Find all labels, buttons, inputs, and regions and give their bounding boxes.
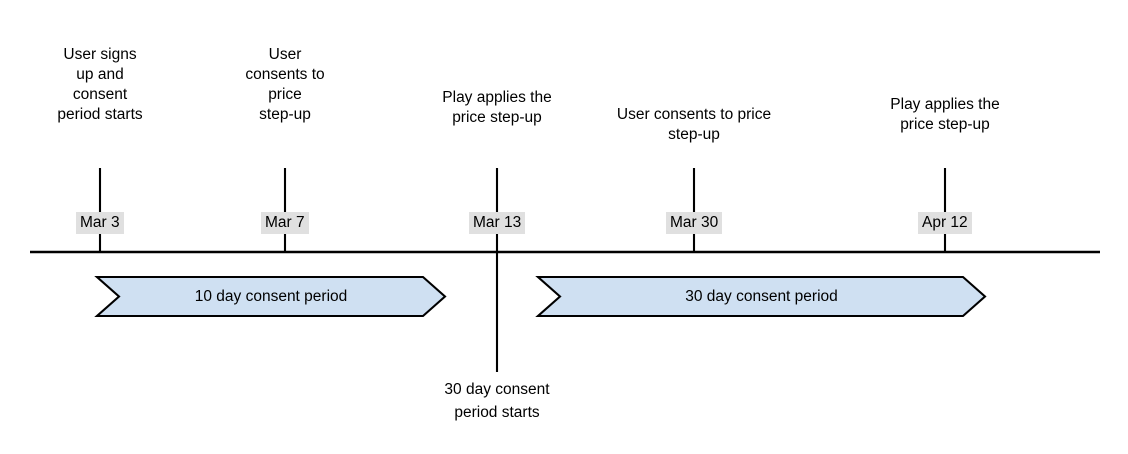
band-label-band-10-day: 10 day consent period	[194, 287, 348, 305]
event-label-stepup-applied-2: Play applies the price step-up	[890, 96, 1000, 133]
date-chip-stepup-applied-1: Mar 13	[469, 212, 526, 234]
consent-band-band-10-day	[94, 275, 447, 318]
below-annotation-thirty-day-start: 30 day consent period starts	[444, 381, 550, 421]
event-label-consent-30day: User consents to price step-up	[616, 106, 772, 143]
consent-period-bands-group	[94, 275, 987, 318]
event-label-stepup-applied-1: Play applies the price step-up	[442, 89, 552, 126]
date-chip-consent-30day: Mar 30	[666, 212, 723, 234]
date-chip-consent-10day: Mar 7	[261, 212, 309, 234]
band-label-band-30-day: 30 day consent period	[685, 287, 838, 305]
timeline-ticks-group	[98, 168, 947, 252]
date-chip-stepup-applied-2: Apr 12	[918, 212, 972, 234]
date-chip-signup: Mar 3	[76, 212, 124, 234]
consent-band-band-30-day	[535, 275, 987, 318]
event-label-signup: User signs up and consent period starts	[57, 46, 143, 123]
event-label-consent-10day: User consents to price step-up	[245, 46, 325, 123]
